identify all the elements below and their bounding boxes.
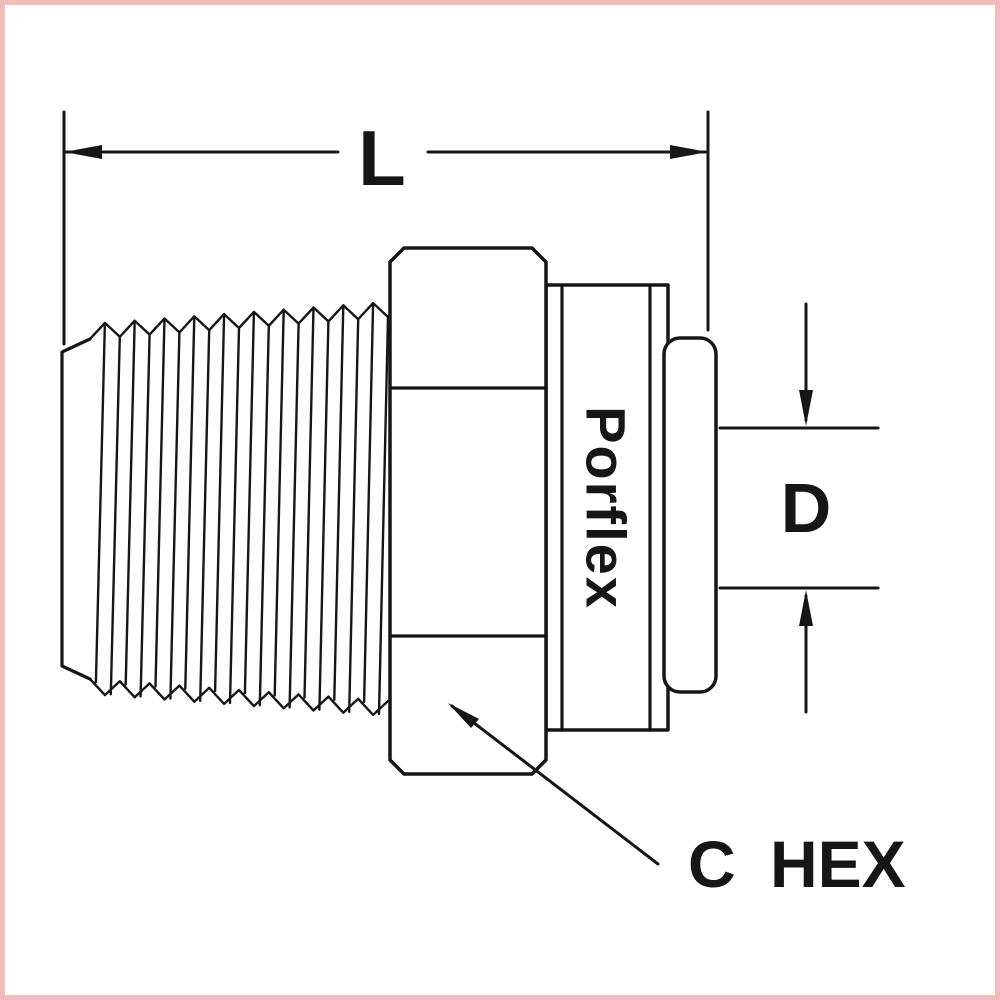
- body-outline: [544, 283, 670, 732]
- hex-section: [388, 246, 548, 776]
- dimension-length-label: L: [358, 114, 406, 202]
- collet: [662, 336, 718, 694]
- part-brand-label: Porflex: [575, 406, 638, 610]
- leader-line: [450, 704, 660, 866]
- thread-lines: [88, 301, 390, 717]
- dimension-diameter-label: D: [781, 469, 832, 547]
- thread-envelope: [60, 337, 92, 681]
- fitting: Porflex: [60, 246, 718, 776]
- arrowhead-up: [799, 590, 813, 626]
- arrowhead-right: [670, 145, 708, 159]
- dimension-length: L: [62, 110, 710, 346]
- dimension-diameter: D: [718, 302, 880, 714]
- body-section: Porflex: [544, 283, 670, 732]
- hex-outline: [388, 246, 548, 776]
- hex-callout-label: C HEX: [688, 827, 906, 901]
- arrowhead-down: [799, 390, 813, 426]
- thread-section: [60, 300, 390, 718]
- arrowhead-left: [64, 145, 102, 159]
- leader-arrowhead: [448, 703, 479, 728]
- hex-callout: C HEX: [448, 703, 906, 901]
